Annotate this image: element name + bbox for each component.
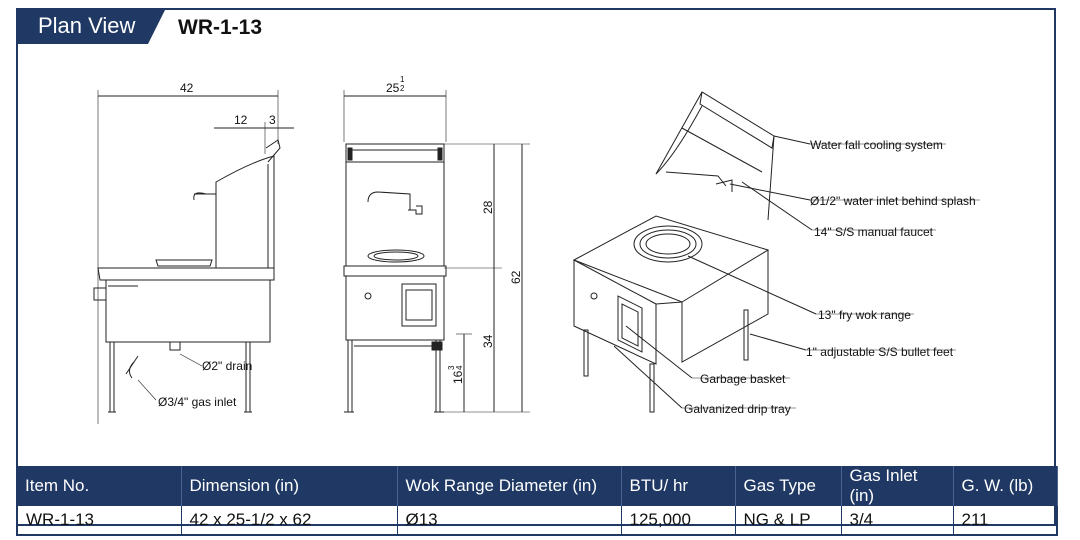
dim-28: 28 xyxy=(481,200,495,214)
cell-gross-weight: 211 xyxy=(953,506,1058,536)
header-dimension: Dimension (in) xyxy=(181,466,398,506)
spec-table-header: Item No. Dimension (in) Wok Range Diamet… xyxy=(17,466,1058,506)
cell-gas-inlet: 3/4 xyxy=(841,506,954,536)
dim-42: 42 xyxy=(180,81,194,95)
callout-water-inlet: Ø1/2" water inlet behind splash xyxy=(810,194,976,208)
side-view xyxy=(93,90,294,424)
model-number: WR-1-13 xyxy=(178,16,263,39)
dim-16-frac-num: 3 xyxy=(447,365,456,370)
header-gross-weight: G. W. (lb) xyxy=(953,466,1058,506)
technical-drawing: 42 12 3 Ø2" drain Ø3/4" gas inlet 25 1 2… xyxy=(93,75,980,424)
dim-12: 12 xyxy=(234,113,248,127)
dim-25-frac-den: 2 xyxy=(400,84,405,93)
table-row: WR-1-13 42 x 25-1/2 x 62 Ø13 125,000 NG … xyxy=(16,506,1058,536)
dim-16: 16 xyxy=(451,370,465,384)
plan-view-title: Plan View xyxy=(16,8,166,44)
dim-34: 34 xyxy=(481,334,495,348)
header-wok-diameter: Wok Range Diameter (in) xyxy=(397,466,622,506)
callout-faucet: 14" S/S manual faucet xyxy=(814,225,934,239)
callout-drip-tray: Galvanized drip tray xyxy=(684,402,791,416)
gas-inlet-label: Ø3/4" gas inlet xyxy=(158,395,237,409)
header-item-no: Item No. xyxy=(17,466,182,506)
drain-label: Ø2" drain xyxy=(202,359,252,373)
dim-3: 3 xyxy=(269,113,276,127)
callout-bullet-feet: 1" adjustable S/S bullet feet xyxy=(806,345,954,359)
header-gas-inlet: Gas Inlet (in) xyxy=(841,466,954,506)
front-view xyxy=(343,90,530,413)
dim-25-frac-num: 1 xyxy=(400,75,405,84)
spec-table: Item No. Dimension (in) Wok Range Diamet… xyxy=(16,466,1058,536)
callout-water-fall: Water fall cooling system xyxy=(810,138,943,152)
dim-62: 62 xyxy=(509,270,523,284)
callout-garbage-basket: Garbage basket xyxy=(700,372,786,386)
cell-wok-diameter: Ø13 xyxy=(397,506,622,536)
header-gas-type: Gas Type xyxy=(735,466,842,506)
header-btu: BTU/ hr xyxy=(621,466,736,506)
dim-25: 25 xyxy=(386,81,400,95)
callout-wok-range: 13" fry wok range xyxy=(818,308,911,322)
cell-dimension: 42 x 25-1/2 x 62 xyxy=(181,506,398,536)
cell-item-no: WR-1-13 xyxy=(16,506,182,536)
isometric-view xyxy=(572,91,980,413)
cell-btu: 125,000 xyxy=(621,506,736,536)
dim-16-frac-den: 4 xyxy=(455,365,464,370)
cell-gas-type: NG & LP xyxy=(735,506,842,536)
